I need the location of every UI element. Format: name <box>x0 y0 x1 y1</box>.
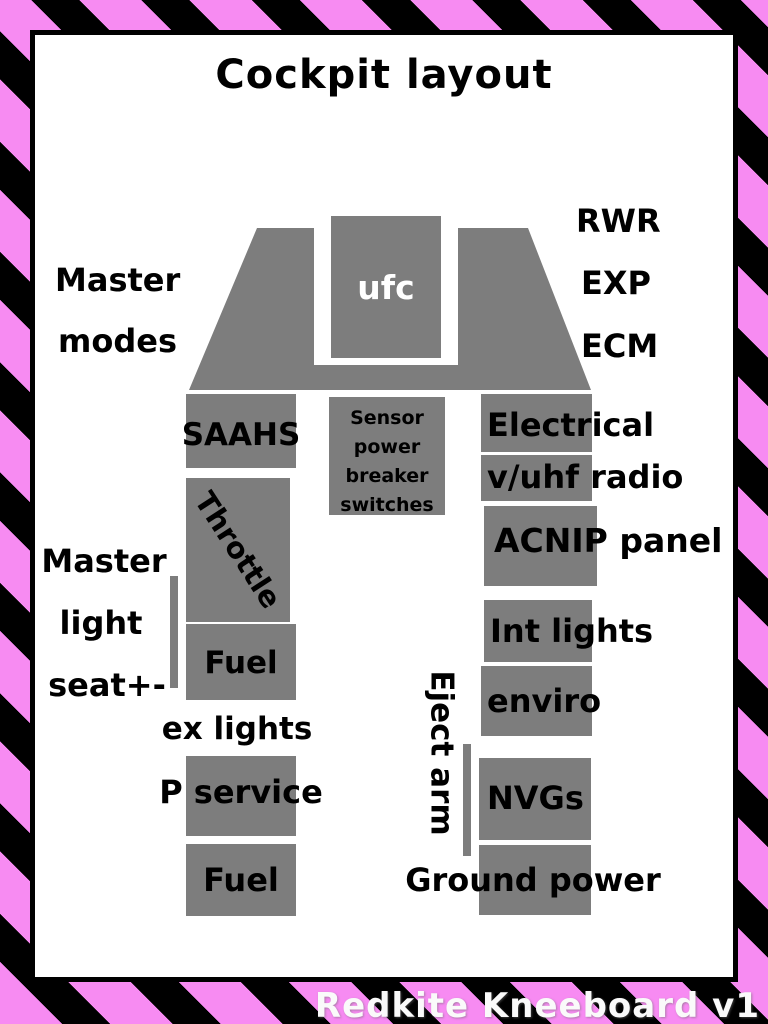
electrical-label: Electrical <box>487 406 655 444</box>
fuel-lower-panel <box>186 844 296 916</box>
master-light-label-line1: Master <box>41 542 167 580</box>
master-modes-label-line1: Master <box>55 261 181 299</box>
ex-lights-label: ex lights <box>161 711 313 747</box>
acnip-panel-label: ACNIP panel <box>494 521 723 560</box>
eject-arm-label: Eject arm <box>423 670 460 836</box>
saahs-panel <box>186 394 296 468</box>
p-service-panel <box>186 756 296 836</box>
acnip-panel <box>484 506 597 586</box>
sensor-breaker-panel: Sensor power breaker switches <box>329 397 445 516</box>
left-pointer-bar <box>170 576 178 688</box>
enviro-panel <box>481 666 592 736</box>
watermark: Redkite Kneeboard v1 <box>314 986 760 1024</box>
master-light-label-line3: seat+- <box>48 666 166 704</box>
sensor-line-3: breaker <box>345 465 429 487</box>
page-title: Cockpit layout <box>215 52 553 98</box>
p-service-label: P service <box>159 773 323 811</box>
ground-power-panel <box>479 845 591 915</box>
nvgs-label: NVGs <box>487 779 584 817</box>
throttle-panel: Throttle <box>186 478 290 622</box>
exp-label: EXP <box>581 264 651 302</box>
ground-power-label: Ground power <box>405 861 661 899</box>
throttle-label: Throttle <box>187 485 289 615</box>
fuel-lower-label: Fuel <box>203 861 279 899</box>
nvgs-panel <box>479 758 591 840</box>
vuhf-radio-label: v/uhf radio <box>487 458 684 496</box>
electrical-panel <box>481 394 592 452</box>
rwr-label: RWR <box>576 202 661 240</box>
ecm-label: ECM <box>581 327 659 365</box>
int-lights-label: Int lights <box>490 612 654 650</box>
sensor-line-1: Sensor <box>350 407 424 429</box>
master-light-label-line2: light <box>59 604 143 642</box>
sensor-line-4: switches <box>340 494 434 516</box>
fuel-upper-label: Fuel <box>204 645 278 681</box>
enviro-label: enviro <box>487 682 602 720</box>
ufc-panel: ufc <box>331 216 441 358</box>
saahs-label: SAAHS <box>181 417 301 453</box>
int-lights-panel <box>484 600 592 662</box>
master-modes-label-line2: modes <box>58 322 177 360</box>
fuel-upper-panel <box>186 624 296 700</box>
eject-pointer-bar <box>463 744 471 856</box>
sensor-line-2: power <box>353 436 421 458</box>
vuhf-radio-panel <box>481 455 592 501</box>
ufc-label: ufc <box>357 267 415 307</box>
